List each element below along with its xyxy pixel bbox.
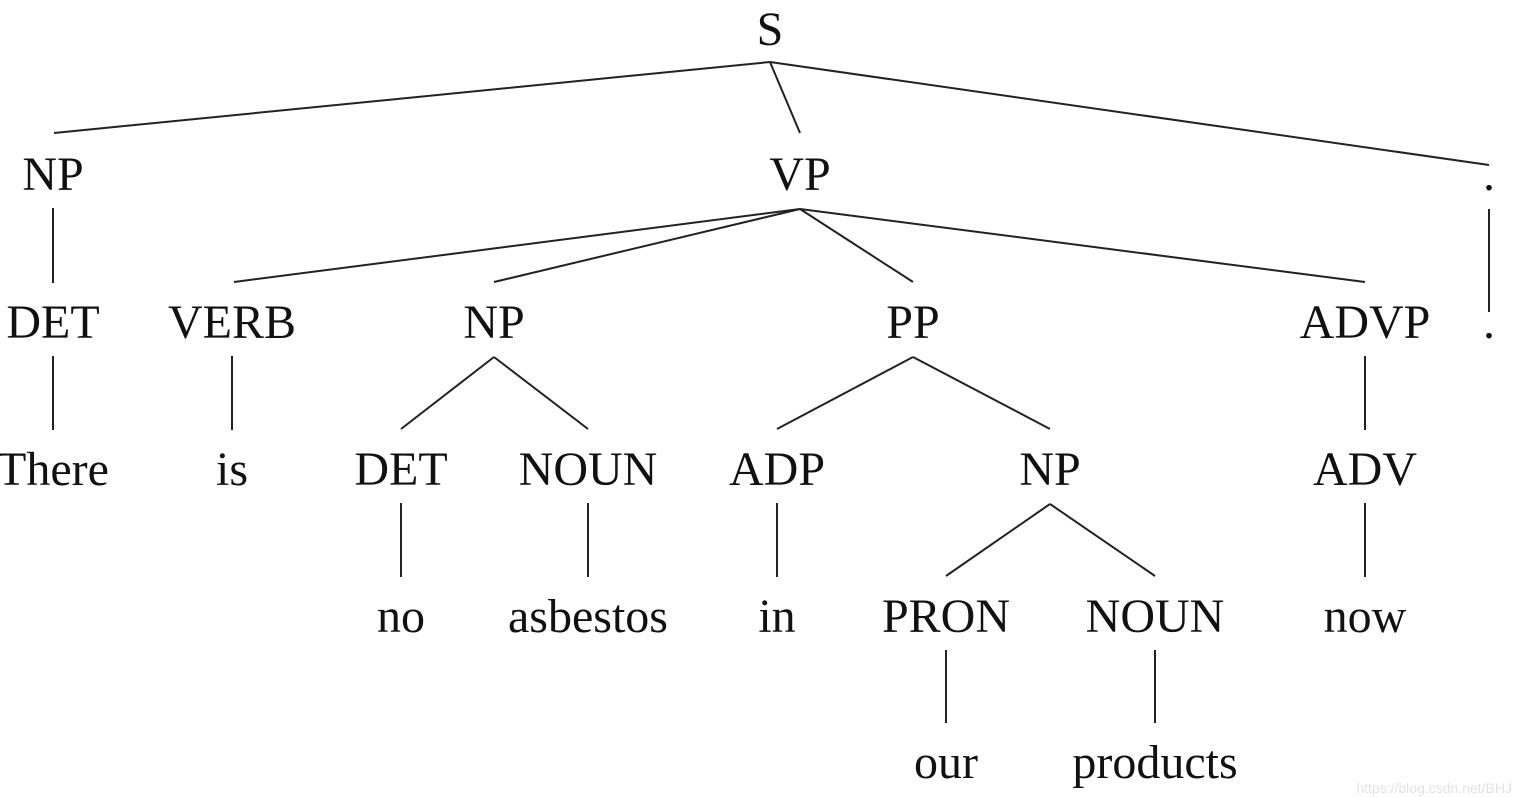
watermark-text: https://blog.csdn.net/BHJ — [1356, 780, 1512, 796]
node-verb: VERB — [168, 296, 296, 349]
edge-pp-adp — [776, 356, 914, 430]
node-det1: DET — [6, 296, 99, 349]
node-now: now — [1324, 590, 1407, 643]
node-no: no — [377, 590, 425, 643]
node-np1: NP — [22, 148, 83, 201]
node-advp: ADVP — [1300, 296, 1431, 349]
node-vp: VP — [769, 148, 830, 201]
edge-np3-pron — [945, 503, 1051, 577]
edge-s-vp — [769, 61, 801, 134]
edge-s-punct — [769, 61, 1490, 166]
node-det2: DET — [354, 443, 447, 496]
tree-labels: S NP VP. DET VERB NP PP ADVP. There is DET NOUN ADP N… — [0, 3, 1495, 789]
node-in: in — [758, 590, 795, 643]
node-np3: NP — [1019, 443, 1080, 496]
node-there: There — [0, 443, 109, 496]
edge-s-np1 — [53, 61, 771, 134]
node-asbestos: asbestos — [508, 590, 668, 643]
node-pron: PRON — [882, 590, 1010, 643]
edge-vp-np2 — [493, 208, 801, 283]
node-s: S — [757, 3, 784, 56]
edge-vp-pp — [799, 208, 914, 283]
edge-vp-advp — [799, 208, 1366, 283]
edge-pp-np3 — [912, 356, 1051, 430]
node-punct: . — [1483, 148, 1495, 201]
node-adp: ADP — [729, 443, 825, 496]
node-pp: PP — [886, 296, 939, 349]
edge-vp-verb — [233, 208, 801, 283]
node-is: is — [216, 443, 248, 496]
node-noun1: NOUN — [519, 443, 658, 496]
node-punctw: . — [1483, 296, 1495, 349]
edge-np2-noun1 — [493, 356, 589, 430]
node-np2: NP — [463, 296, 524, 349]
node-adv: ADV — [1313, 443, 1417, 496]
node-noun2: NOUN — [1086, 590, 1225, 643]
node-products: products — [1072, 736, 1237, 789]
tree-edges — [52, 61, 1490, 723]
node-our: our — [914, 736, 978, 789]
edge-np3-noun2 — [1049, 503, 1156, 577]
edge-np2-det2 — [400, 356, 495, 430]
